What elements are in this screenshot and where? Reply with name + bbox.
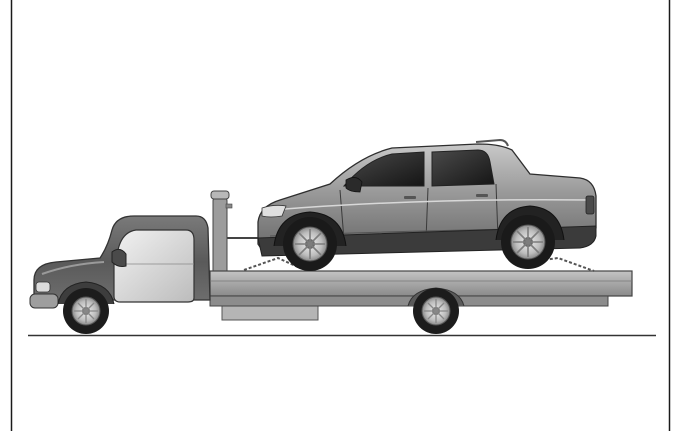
truck-front-wheel — [63, 288, 109, 334]
pickup-front-wheel — [283, 217, 337, 271]
truck-rear-wheel — [407, 287, 465, 334]
truck-front-bumper — [29, 293, 59, 309]
tow-truck — [29, 190, 633, 334]
truck-headboard-post — [212, 195, 228, 279]
truck-underbody-skirt — [221, 304, 319, 321]
pickup-rear-window — [431, 149, 495, 187]
truck-side-mirror — [111, 248, 127, 267]
pickup-truck — [227, 138, 597, 271]
pickup-headlight — [261, 204, 287, 218]
pickup-taillight — [585, 195, 595, 215]
pickup-side-mirror — [345, 177, 363, 193]
truck-cab-window — [113, 229, 195, 303]
truck-headlight — [35, 281, 51, 293]
pickup-rear-wheel — [501, 215, 555, 269]
post-cap — [210, 190, 230, 200]
